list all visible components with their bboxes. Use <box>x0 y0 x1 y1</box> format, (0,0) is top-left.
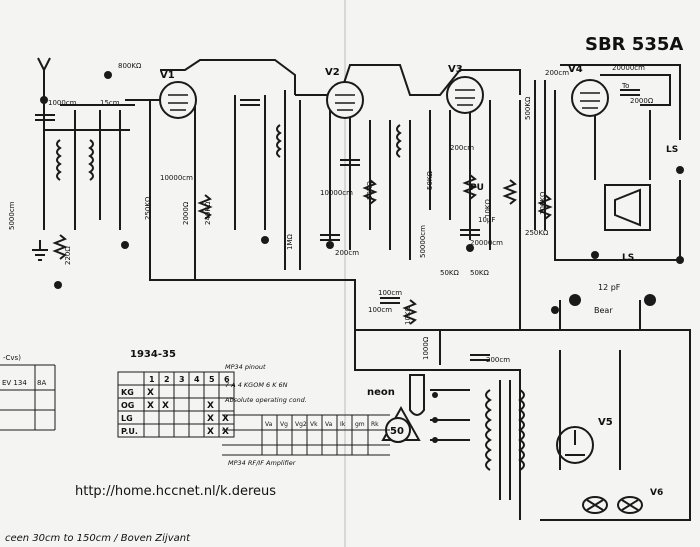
label-c200d: 200cm <box>486 356 510 364</box>
notes-text: MP34 pinout 7 A 4 KGOM 6 K 6N Absolute o… <box>224 363 307 467</box>
label-c5000: 5000cm <box>8 201 16 230</box>
switch-table-row-label: P.U. <box>121 427 138 436</box>
label-r240k: 240KΩ <box>204 201 212 225</box>
notes-value-cell: gm <box>355 421 365 428</box>
label-r10kb: 10KΩ <box>404 306 412 325</box>
label-c15: 15cm <box>100 99 120 107</box>
notes-value-cell: Ik <box>340 421 346 428</box>
switch-table-mark: X <box>207 414 214 424</box>
label-c50000: 50000cm <box>419 225 427 258</box>
left-table-cell-1: EV 134 <box>2 379 27 387</box>
neon-label: neon <box>367 387 395 398</box>
switch-table-header: 3 <box>179 375 185 384</box>
label-r250k: 250KΩ <box>144 196 152 220</box>
switch-table-row-label: KG <box>121 388 134 397</box>
footer-note: ceen 30cm to 150cm / Boven Zijvant <box>5 533 191 544</box>
label-to: To <box>621 82 629 90</box>
tube-label-v2: V2 <box>325 67 340 78</box>
badge-50: 50 <box>381 405 421 443</box>
switch-table-header: 5 <box>209 375 215 384</box>
switch-table-mark: X <box>222 427 229 437</box>
switch-table-frame <box>117 371 235 438</box>
tube-label-v3: V3 <box>448 64 463 75</box>
label-c10000b: 10000cm <box>320 189 353 197</box>
label-r1000: 1000Ω <box>422 336 430 360</box>
component-labels: 800KΩ 1000cm 15cm 5000cm 220Ω 10000cm 25… <box>8 62 678 364</box>
switch-table-mark: X <box>147 401 154 411</box>
label-ls: LS <box>666 145 678 155</box>
notes-value-cell: Va <box>265 421 273 428</box>
label-r220: 220Ω <box>64 246 72 265</box>
label-ls2: LS <box>622 253 634 263</box>
switch-table-header: 6 <box>224 375 230 384</box>
label-c1000: 1000cm <box>48 99 77 107</box>
switch-table-header: 2 <box>164 375 170 384</box>
tube-v2 <box>326 81 364 119</box>
left-table-cell-2: 8A <box>37 379 46 387</box>
note-1: MP34 pinout <box>225 363 266 371</box>
label-r2000: 2000Ω <box>182 201 190 225</box>
tube-v3 <box>446 76 484 114</box>
label-c20000: 20000cm <box>470 239 503 247</box>
note-2: 7 A 4 KGOM 6 K 6N <box>225 381 288 389</box>
label-r100k: 100KΩ <box>539 191 547 215</box>
notes-value-cell: Vk <box>310 421 318 428</box>
label-r800k: 800KΩ <box>118 62 142 70</box>
label-c200: 200cm <box>335 249 359 257</box>
notes-table <box>222 414 390 456</box>
tube-label-v6: V6 <box>650 488 663 498</box>
switch-table-mark: X <box>207 401 214 411</box>
notes-value-cell: Rk <box>371 421 379 428</box>
notes-value-cell: Vg <box>280 421 288 428</box>
tube-electrodes <box>168 89 600 111</box>
tube-v1 <box>159 81 197 119</box>
label-r50kb: 50KΩ <box>426 171 434 190</box>
label-r500k: 500KΩ <box>524 96 532 120</box>
label-c10uf: 10µF <box>478 216 495 224</box>
note-3: Absolute operating cond. <box>224 396 307 404</box>
note-4: MP34 RF/IF Amplifier <box>228 459 297 467</box>
switch-table-mark: X <box>147 388 154 398</box>
label-c10000: 10000cm <box>160 174 193 182</box>
label-r50k2: 50KΩ <box>440 269 459 277</box>
label-c100cm: 100cm <box>378 289 402 297</box>
label-c200b: 200cm <box>450 144 474 152</box>
left-partial-table <box>0 364 56 431</box>
label-r50k3: 50KΩ <box>470 269 489 277</box>
tube-envelopes <box>159 76 609 119</box>
terminal-dots <box>40 71 684 443</box>
badge-text: 50 <box>390 426 404 437</box>
label-c20000b: 20000cm <box>612 64 645 72</box>
switch-table-header: 4 <box>194 375 200 384</box>
tube-label-v5: V5 <box>598 417 613 428</box>
label-r50k: 50KΩ <box>366 181 374 200</box>
notes-value-cell: Va <box>325 421 333 428</box>
label-bear: Bear <box>594 306 613 315</box>
tube-label-v4: V4 <box>568 64 583 75</box>
label-c100: 100cm <box>368 306 392 314</box>
tube-label-v1: V1 <box>160 70 175 81</box>
switch-table-mark: X <box>207 427 214 437</box>
tube-v4 <box>571 79 609 117</box>
switch-table-header: 1 <box>149 375 155 384</box>
switch-table-row-label: OG <box>121 401 134 410</box>
model-title: SBR 535A <box>585 34 683 55</box>
notes-value-cell: Vg2 <box>295 421 307 428</box>
label-r1m: 1MΩ <box>286 234 294 250</box>
label-r2000b: 2000Ω <box>630 97 654 105</box>
left-table-header: -Cvs) <box>3 354 21 362</box>
label-c200c: 200cm <box>545 69 569 77</box>
year-label: 1934-35 <box>130 349 176 360</box>
source-url: http://home.hccnet.nl/k.dereus <box>75 484 276 499</box>
label-pu: PU <box>470 183 484 193</box>
label-r250kb: 250KΩ <box>525 229 549 237</box>
switch-table-row-label: LG <box>121 414 133 423</box>
switch-table-mark: X <box>162 401 169 411</box>
switch-table-mark: X <box>222 414 229 424</box>
label-c12pf: 12 pF <box>598 283 621 292</box>
label-r10k: 10KΩ <box>484 199 492 218</box>
